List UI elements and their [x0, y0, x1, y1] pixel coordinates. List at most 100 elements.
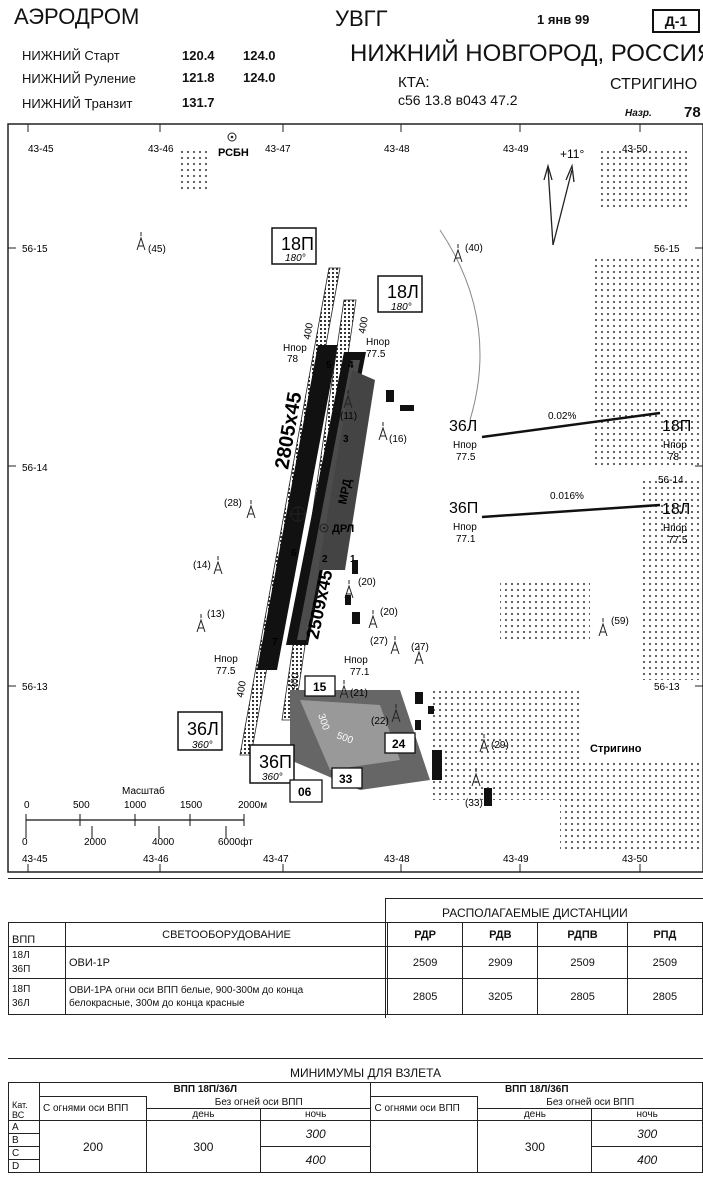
taxiway-4: 4 [348, 360, 354, 371]
scale-ft-2000: 2000 [84, 837, 107, 848]
taxiway-5: 5 [326, 360, 332, 371]
prof2-slope: 0.016% [550, 491, 584, 502]
lon-43-45-bot: 43-45 [22, 854, 48, 865]
freq-1a: 120.4 [182, 48, 215, 63]
prof1-slope: 0.02% [548, 411, 576, 422]
lat-56-13-left: 56-13 [22, 682, 48, 693]
prof1-right-h: 78 [668, 452, 680, 463]
boundary-line [439, 229, 481, 421]
lat-56-14-left: 56-14 [22, 463, 48, 474]
mrd-label: МРД [335, 477, 354, 506]
prof2-npor-r: Нпор [663, 523, 687, 534]
lon-43-47-top: 43-47 [265, 144, 291, 155]
obst-21: (21) [350, 688, 368, 699]
icao-code: УВГГ [335, 6, 388, 31]
obst-13: (13) [207, 609, 225, 620]
freq-name-2: НИЖНИЙ Руление [22, 71, 136, 86]
minima-title: МИНИМУМЫ ДЛЯ ВЗЛЕТА [290, 1066, 442, 1080]
freq-name-3: НИЖНИЙ Транзит [22, 96, 133, 111]
drl-icon [319, 523, 329, 533]
taxiway-3: 3 [343, 434, 349, 445]
thr-val-1: 78 [287, 354, 299, 365]
rwy-18l-label: 18Л [387, 282, 419, 302]
thr-label-1: Нпор [283, 343, 307, 354]
b-night-cd: 400 [591, 1146, 703, 1173]
kat-header: Кат.ВС [8, 1082, 40, 1121]
lon-43-50-top: 43-50 [622, 144, 648, 155]
lon-43-46-top: 43-46 [148, 144, 174, 155]
cat-c: C [8, 1146, 40, 1160]
row2-light: ОВИ-1РА огни оси ВПП белые, 900-300м до … [65, 978, 388, 1015]
thr-val-4: 77.1 [350, 667, 370, 678]
scale-m-2000: 2000м [238, 800, 267, 811]
a-night-cd: 400 [259, 1146, 372, 1173]
prof1-left-h: 77.5 [456, 452, 476, 463]
page-code-box: Д-1 [652, 9, 700, 33]
len-4: 400 [288, 672, 302, 691]
b-without: Без огней оси ВПП [477, 1096, 703, 1109]
a-day-val: 300 [146, 1120, 261, 1173]
stand-06: 06 [298, 785, 312, 799]
taxiway-7: 7 [272, 637, 278, 648]
obst-59: (59) [611, 616, 629, 627]
row1-light: ОВИ-1Р [65, 946, 388, 979]
obst-28: (28) [224, 498, 242, 509]
col-rdr: РДР [386, 922, 464, 947]
col-rpd: РПД [626, 922, 703, 947]
b-night-ab: 300 [591, 1120, 703, 1147]
rsbn-label: РСБН [218, 147, 249, 159]
b-night: ночь [591, 1108, 703, 1121]
rwy-b-header: ВПП 18Л/36П [370, 1082, 703, 1097]
lon-43-48-bot: 43-48 [384, 854, 410, 865]
a-with-val: 200 [39, 1120, 147, 1173]
obst-27a: (27) [370, 636, 388, 647]
len-1: 400 [302, 322, 316, 341]
rwy-36p-box [249, 744, 295, 784]
lon-43-49-top: 43-49 [503, 144, 529, 155]
lat-56-14-right: 56-14 [658, 475, 684, 486]
row1-rdv: 2909 [462, 946, 539, 979]
scale-ft-6000: 6000фт [218, 836, 253, 848]
taxiway-2: 2 [322, 554, 328, 565]
scale-m-0: 0 [24, 800, 30, 811]
cat-d: D [8, 1159, 40, 1173]
prof2-right: 18Л [662, 501, 690, 518]
taxiway-1: 1 [350, 554, 356, 565]
row2-rdpv: 2805 [537, 978, 628, 1015]
freq-3a: 131.7 [182, 95, 215, 110]
lon-43-48-top: 43-48 [384, 144, 410, 155]
b-with-val [370, 1120, 479, 1173]
elevation-label: Нaзр. [625, 108, 652, 119]
rsbn-icon [227, 132, 237, 142]
obst-40: (40) [465, 243, 483, 254]
village-label: Стригино [590, 743, 642, 755]
a-night-ab: 300 [259, 1120, 372, 1147]
scale-title: Масштаб [122, 785, 165, 797]
scale-m-500: 500 [73, 800, 90, 811]
minima-table: Кат.ВС ВПП 18П/36Л ВПП 18Л/36П С огнями … [8, 1082, 703, 1173]
prof1-npor: Нпор [453, 440, 477, 451]
lat-56-13-right: 56-13 [654, 682, 680, 693]
rwy-18p-box [271, 227, 317, 265]
variation-label: +11° [560, 147, 584, 161]
freq-2a: 121.8 [182, 70, 215, 85]
lon-43-49-bot: 43-49 [503, 854, 529, 865]
rwy-36l-label: 36Л [187, 719, 219, 739]
row1-rdpv: 2509 [537, 946, 628, 979]
len-3: 400 [235, 680, 249, 699]
dist-title: РАСПОЛАГАЕМЫЕ ДИСТАНЦИИ [442, 906, 628, 920]
prof2-right-h: 77.5 [668, 535, 688, 546]
lon-43-50-bot: 43-50 [622, 854, 648, 865]
rwy-36l-hdg: 360° [192, 740, 213, 751]
obst-27b: (27) [411, 642, 429, 653]
taxiway-mrd [318, 370, 375, 570]
rwy-36p-hdg: 360° [262, 772, 283, 783]
rwy-18l-box [377, 275, 423, 313]
lighting-table: ВПП СВЕТООБОРУДОВАНИЕ РДР РДВ РДПВ РПД 1… [8, 922, 703, 1015]
col-vpp: ВПП [8, 922, 66, 947]
rwy-a-header: ВПП 18П/36Л [38, 1082, 372, 1097]
rwy-36l-box [177, 711, 223, 751]
obst-16: (16) [389, 434, 407, 445]
profile-line-1 [481, 411, 661, 439]
a-without: Без огней оси ВПП [145, 1096, 372, 1109]
